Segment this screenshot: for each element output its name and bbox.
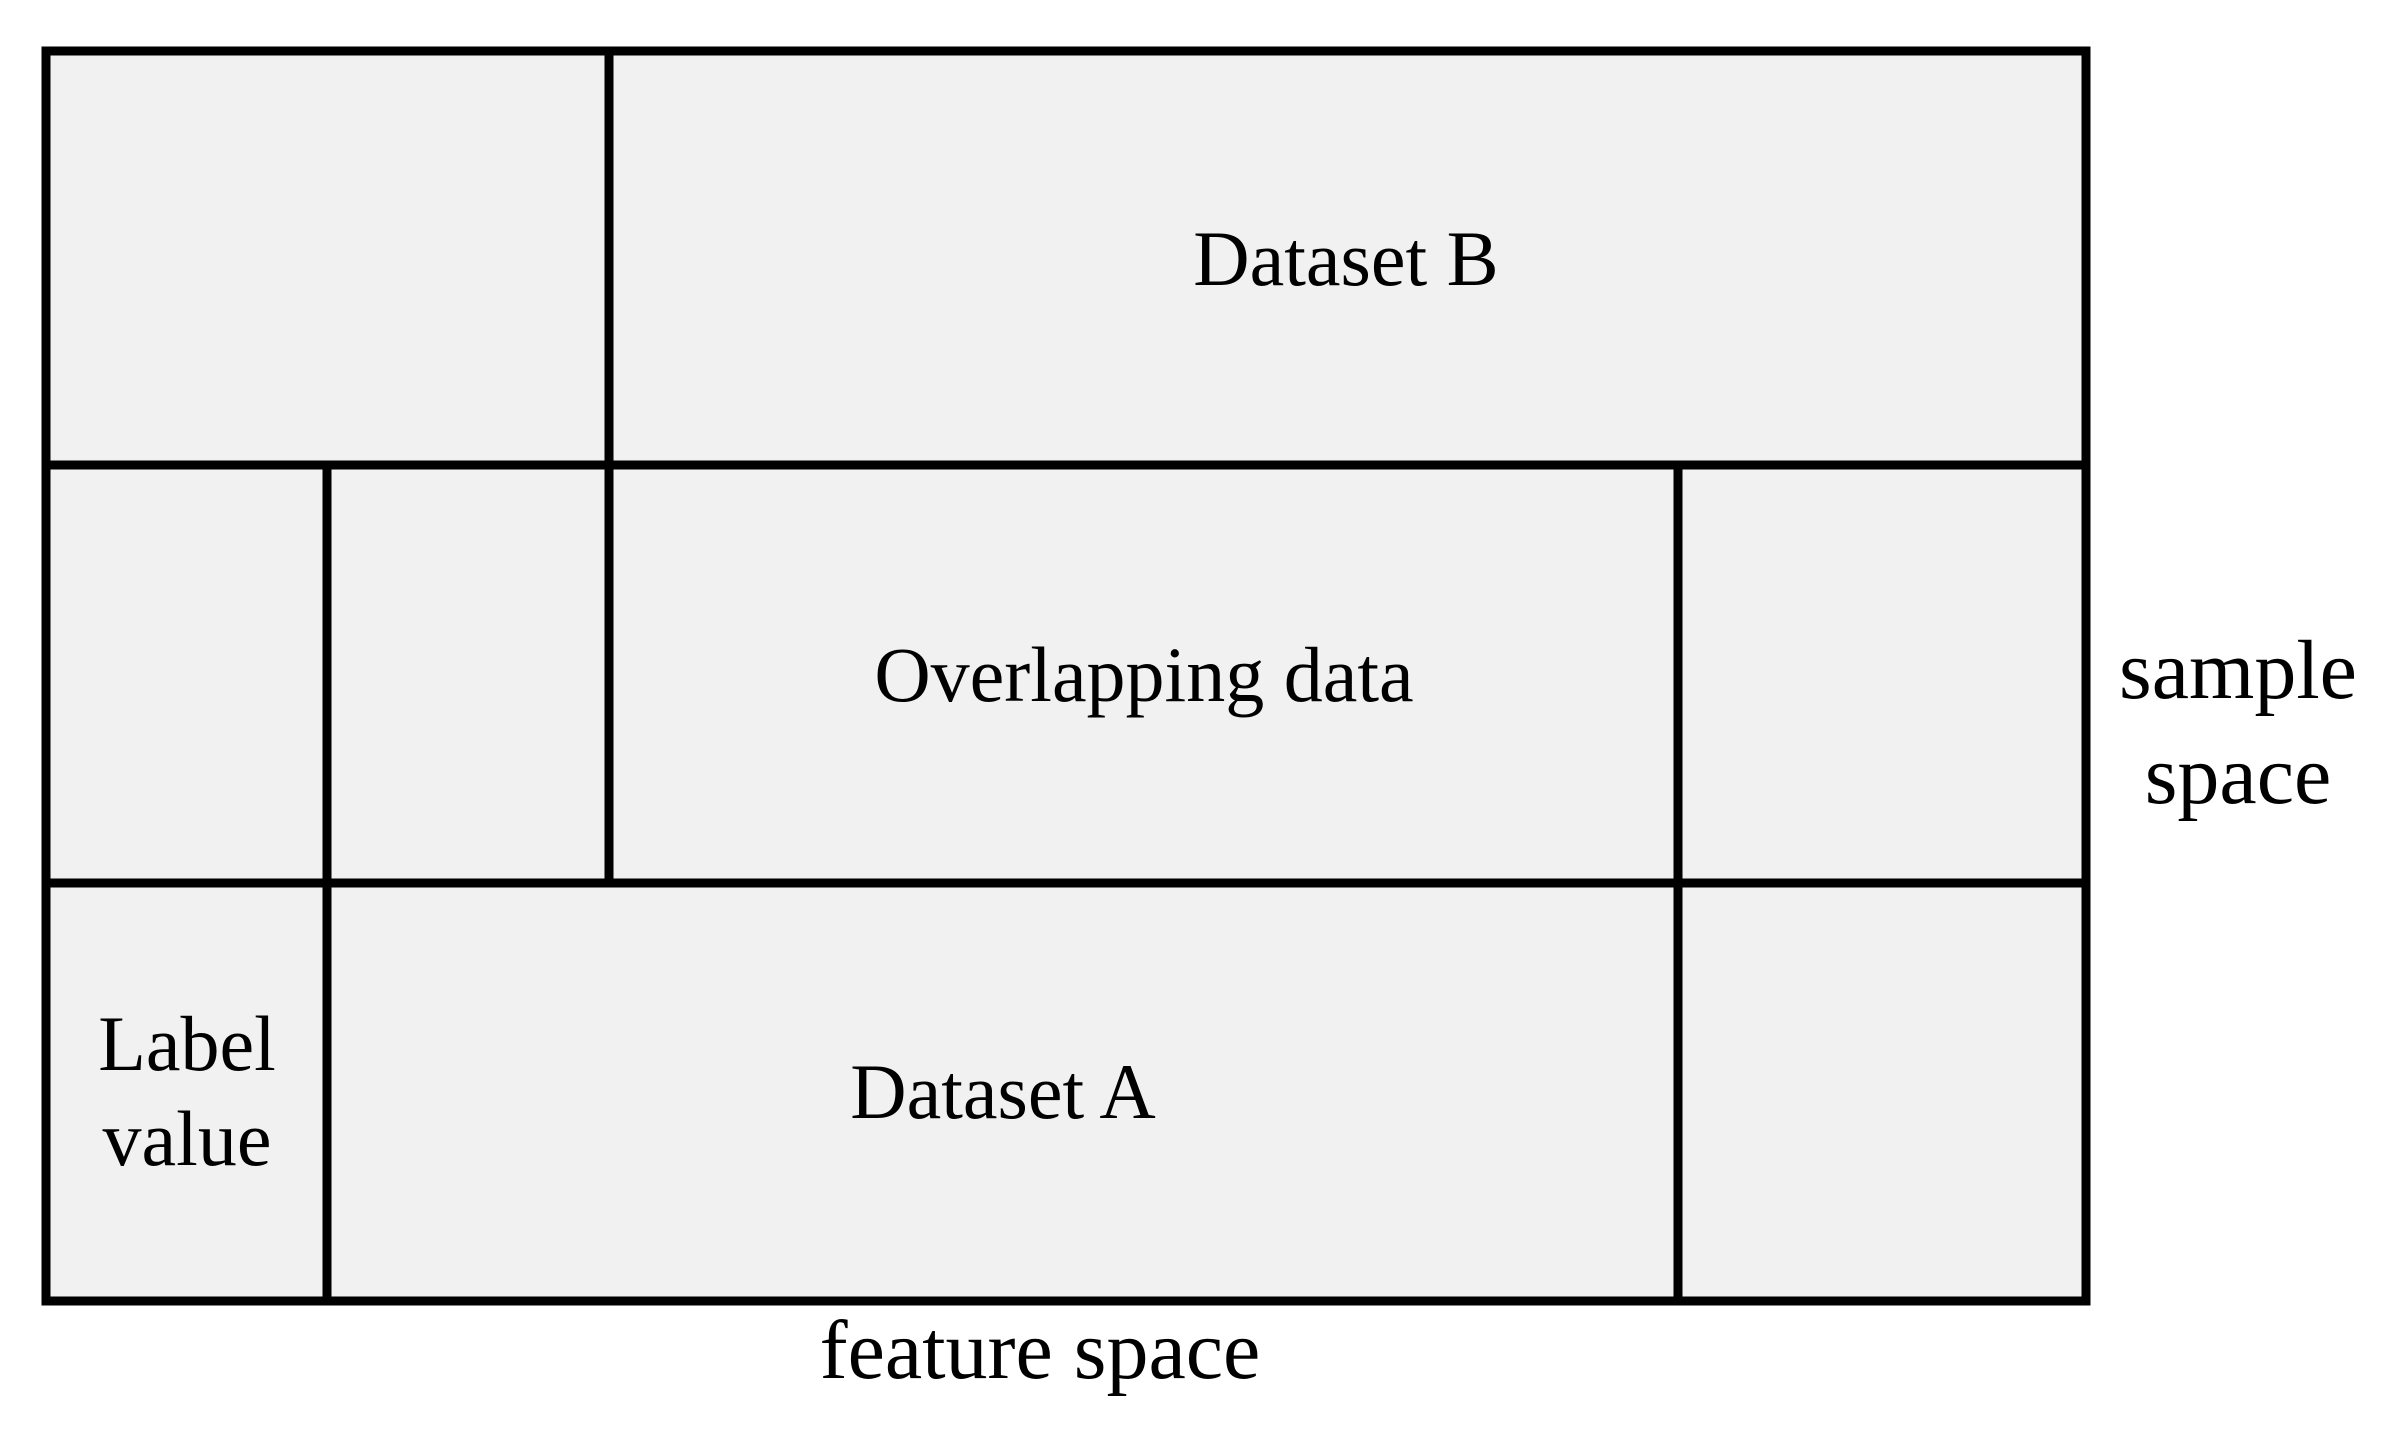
dataset-b-label: Dataset B xyxy=(1193,215,1498,302)
label-value-line1: Label xyxy=(98,1000,276,1087)
dataset-a-label: Dataset A xyxy=(850,1048,1155,1135)
feature-space-axis-label: feature space xyxy=(820,1304,1261,1397)
overlapping-data-label: Overlapping data xyxy=(874,631,1413,718)
sample-space-axis-label-line1: sample xyxy=(2119,624,2357,717)
outer-frame xyxy=(41,46,2091,1306)
sample-space-axis-label-line2: space xyxy=(2145,729,2332,822)
label-value-line2: value xyxy=(103,1095,272,1182)
grid-background xyxy=(46,51,2086,1301)
